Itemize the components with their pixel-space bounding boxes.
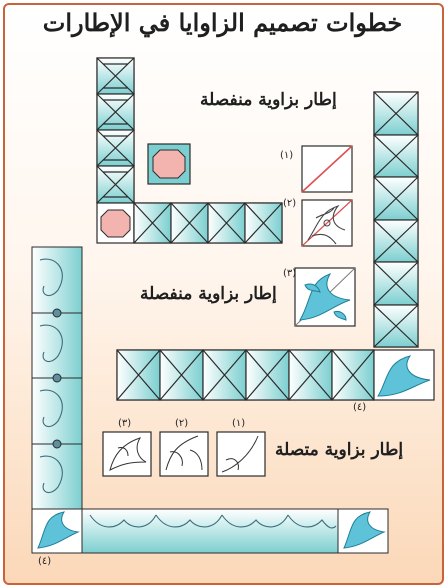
step-2-corner-sketch bbox=[302, 200, 352, 246]
connected-step-3-square bbox=[103, 432, 151, 476]
corner-tile-octagon bbox=[97, 203, 134, 243]
step-3-marker: (٣) bbox=[283, 268, 296, 279]
separate-corner-tile bbox=[374, 350, 434, 400]
lower-horizontal-border-strip bbox=[117, 350, 374, 400]
sample-octagon-tile bbox=[148, 144, 190, 184]
bottom-ornamental-connected-border bbox=[32, 509, 388, 553]
connected-step-2-marker: (٢) bbox=[175, 418, 188, 429]
label-separate-corner-middle: إطار بزاوية منفصلة bbox=[140, 284, 277, 304]
label-connected-corner: إطار بزاوية متصلة bbox=[275, 440, 403, 460]
step-1-square-diagonal bbox=[302, 146, 352, 192]
middle-horizontal-border-strip bbox=[134, 203, 282, 243]
left-vertical-border-strip bbox=[97, 58, 134, 203]
step-4-marker: (٤) bbox=[353, 402, 366, 413]
step-2-marker: (٢) bbox=[283, 198, 296, 209]
bottom-step-4-marker: (٤) bbox=[38, 556, 51, 567]
connected-step-3-marker: (٣) bbox=[118, 418, 131, 429]
connected-step-1-marker: (١) bbox=[232, 418, 245, 429]
connected-step-1-square bbox=[217, 432, 265, 476]
step-1-marker: (١) bbox=[280, 150, 293, 161]
label-separate-corner-top: إطار بزاوية منفصلة bbox=[200, 90, 337, 110]
left-ornamental-vertical-strip bbox=[32, 247, 82, 509]
step-3-corner-colored bbox=[295, 268, 355, 326]
right-vertical-border-strip bbox=[374, 92, 418, 347]
connected-step-2-square bbox=[160, 432, 208, 476]
